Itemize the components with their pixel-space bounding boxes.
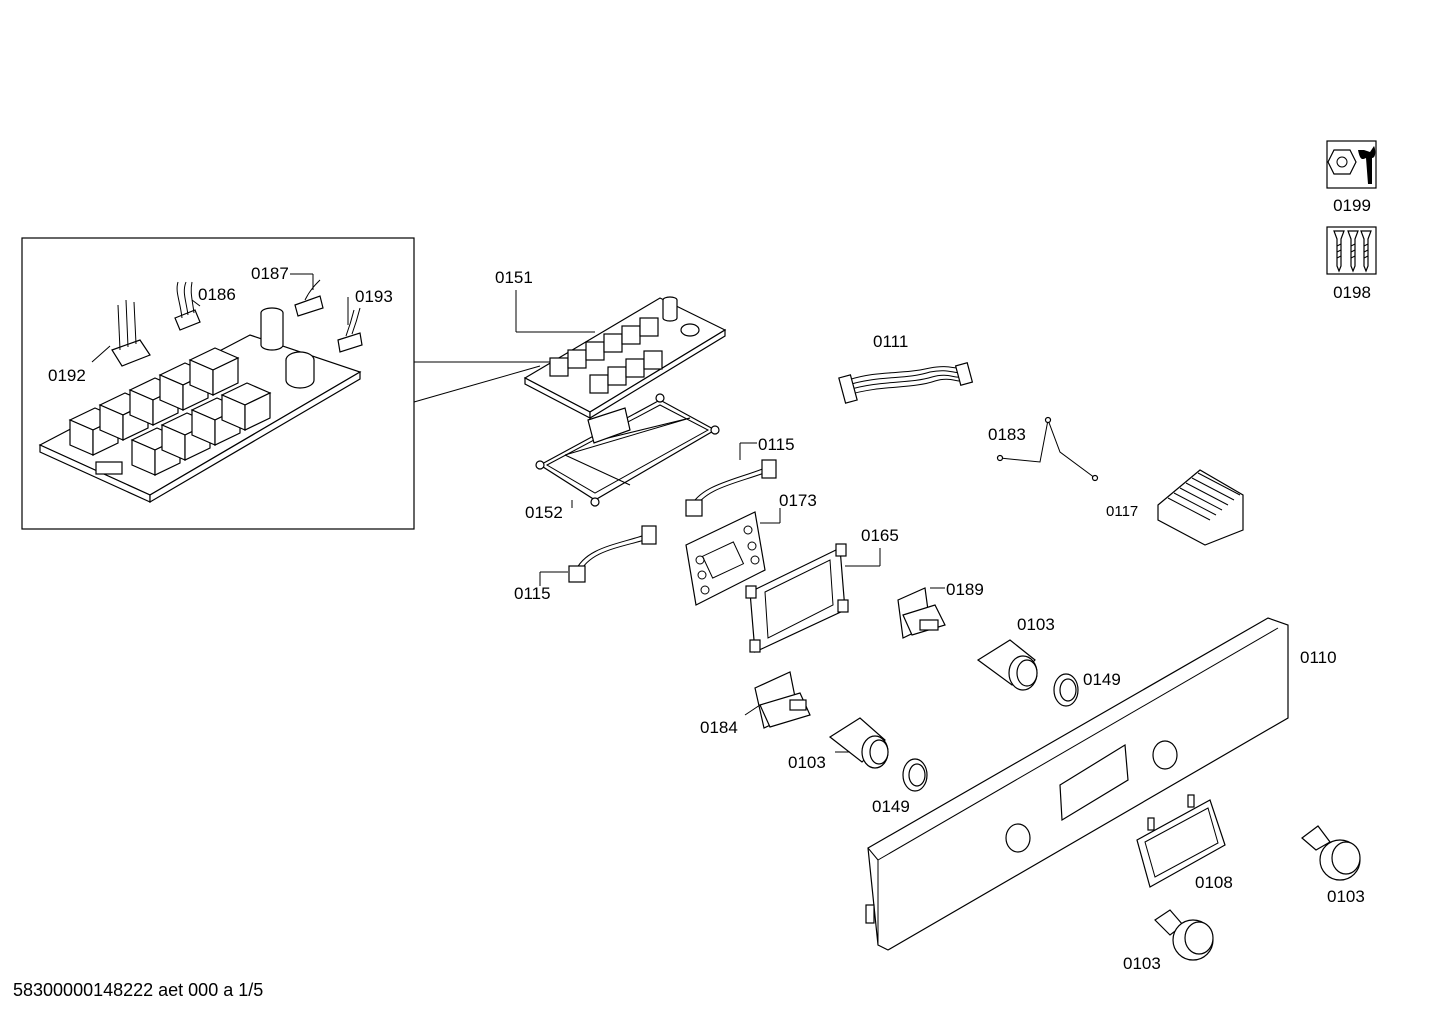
label-0115-upper: 0115 [758,435,795,454]
label-0189: 0189 [946,580,984,599]
screws-icon: 0198 [1326,226,1377,302]
part-0103-knob-bottom: 0103 [1123,909,1214,973]
part-0110-panel: 0110 [865,617,1337,951]
part-0149-ring-upper: 0149 [1053,670,1121,707]
label-0103-right: 0103 [1327,887,1365,906]
label-0173: 0173 [779,491,817,510]
label-0103-upper: 0103 [1017,615,1055,634]
part-0165-bracket: 0165 [745,526,899,653]
label-0103-bottom: 0103 [1123,954,1161,973]
label-0117: 0117 [1106,503,1138,520]
label-0110: 0110 [1300,648,1337,667]
part-0173-board: 0173 [685,491,817,606]
label-0151: 0151 [495,268,533,287]
part-0103-knob-middle: 0103 [788,717,889,772]
label-0152: 0152 [525,503,563,522]
part-0103-knob-right: 0103 [1301,825,1365,906]
label-0184: 0184 [700,718,738,737]
part-0115-cable-a: 0115 [685,435,795,517]
tools-icon: 0199 [1326,140,1377,215]
part-0149-ring-lower: 0149 [872,758,928,816]
label-0149-lower: 0149 [872,797,910,816]
label-0108: 0108 [1195,873,1233,892]
part-0152-frame: 0152 [525,393,720,522]
part-0183-wire: 0183 [988,416,1099,482]
part-0108-display: 0108 [1136,794,1233,892]
icon-label-0199: 0199 [1333,196,1371,215]
part-0189-switch: 0189 [897,580,984,639]
detail-inset: 0187 0186 0193 0192 [21,237,555,530]
part-0115-cable-b: 0115 [514,525,657,603]
label-0165: 0165 [861,526,899,545]
part-0184-switch: 0184 [700,671,811,737]
label-0183: 0183 [988,425,1026,444]
label-0192: 0192 [48,366,86,385]
part-0151-pcb: 0151 [495,268,727,420]
label-0187: 0187 [251,264,289,283]
label-0149-upper: 0149 [1083,670,1121,689]
document-footer: 58300000148222 aet 000 a 1/5 [13,980,264,1000]
label-0115-lower: 0115 [514,584,551,603]
icon-label-0198: 0198 [1333,283,1371,302]
part-0111-cable: 0111 [838,332,974,404]
label-0186: 0186 [198,285,236,304]
label-0103-middle: 0103 [788,753,826,772]
label-0193: 0193 [355,287,393,306]
pcb-enlarged [38,279,363,504]
part-0117-heatsink: 0117 [1106,469,1244,546]
part-0103-knob-upper: 0103 [976,615,1055,691]
label-0111: 0111 [873,332,908,351]
